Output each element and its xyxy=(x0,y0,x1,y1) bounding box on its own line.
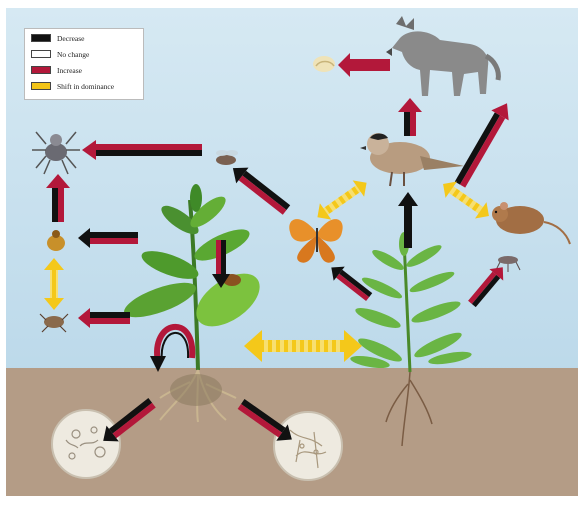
butterfly-icon xyxy=(289,219,343,263)
spider-icon xyxy=(32,131,80,175)
arrow-plant-to-bird xyxy=(398,192,418,248)
legend-label-shift: Shift in dominance xyxy=(57,81,115,91)
legend-item-shift: Shift in dominance xyxy=(31,80,114,92)
wolf-icon xyxy=(386,16,501,97)
soil-microbe-icon xyxy=(51,409,121,479)
arrow-shift-bird-butterfly xyxy=(317,180,367,220)
legend-label-no-change: No change xyxy=(57,49,90,59)
legend: Decrease No change Increase Shift in dom… xyxy=(24,28,144,100)
legend-swatch-no-change xyxy=(31,50,51,58)
arrow-plant-leaf xyxy=(212,240,230,288)
mouse-icon xyxy=(492,202,571,245)
arrow-root-to-mycorrhiza xyxy=(237,399,292,441)
legend-item-no-change: No change xyxy=(31,48,89,60)
mycorrhiza-icon xyxy=(273,411,343,481)
insect-icon xyxy=(39,313,69,333)
legend-swatch-decrease xyxy=(31,34,51,42)
mushroom-icon xyxy=(313,56,335,72)
arrow-plant-to-beetle xyxy=(78,228,138,248)
arrow-beetle-to-spider xyxy=(46,174,70,222)
legend-swatch-increase xyxy=(31,66,51,74)
legend-label-increase: Increase xyxy=(57,65,82,75)
bird-icon xyxy=(360,133,464,187)
arrow-plant-to-insect xyxy=(78,308,130,328)
legend-swatch-shift xyxy=(31,82,51,90)
arrow-shift-bird-mouse xyxy=(443,181,489,219)
arrow-wolf-to-mushroom xyxy=(338,53,390,77)
arrow-butterfly-to-fly xyxy=(232,167,291,215)
aphid-icon xyxy=(495,256,521,272)
arrow-bird-to-wolf xyxy=(398,98,422,136)
legend-item-increase: Increase xyxy=(31,64,82,76)
arrow-mouse-to-wolf xyxy=(454,103,509,188)
arrow-plant-to-aphid xyxy=(468,267,504,308)
arrow-shift-beetle-insect xyxy=(44,258,64,310)
arrow-shift-plants xyxy=(244,330,362,362)
fly-icon xyxy=(216,150,238,165)
arrow-curved-root xyxy=(150,324,196,372)
legend-label-decrease: Decrease xyxy=(57,33,85,43)
arrow-fly-to-spider xyxy=(82,140,202,160)
beetle-icon xyxy=(47,230,65,251)
arrow-root-to-microbes xyxy=(103,398,156,442)
arrow-plant-to-butterfly xyxy=(331,266,373,302)
legend-item-decrease: Decrease xyxy=(31,32,84,44)
